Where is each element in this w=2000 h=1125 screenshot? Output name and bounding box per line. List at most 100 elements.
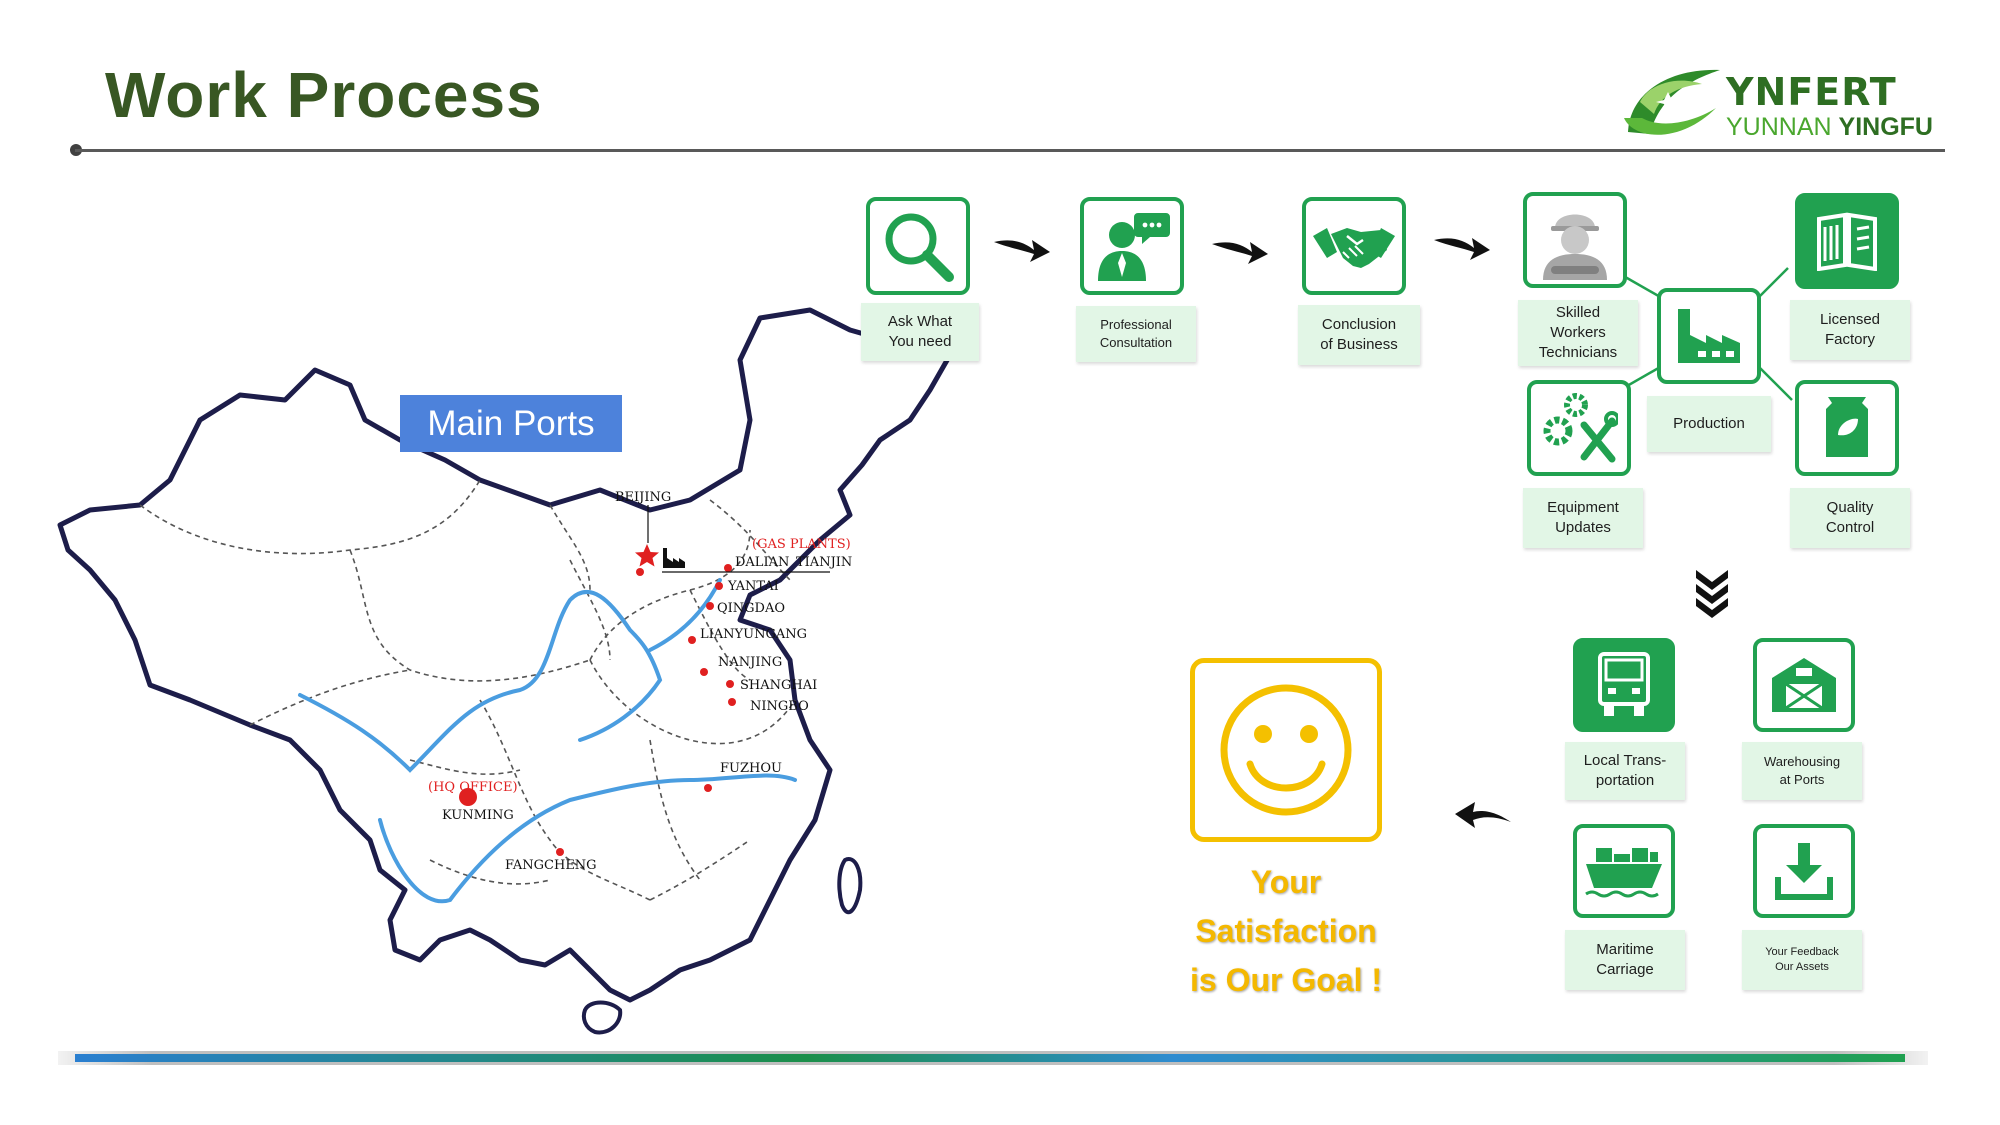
header-divider — [75, 149, 1945, 152]
fertilizer-bag-icon — [1826, 397, 1868, 457]
barn-icon — [1772, 658, 1836, 712]
step-equipment-label: Equipment Updates — [1523, 488, 1643, 548]
hq-office-dot — [459, 788, 477, 806]
city-yantai: YANTAI — [727, 579, 779, 594]
beijing-star-icon — [635, 544, 659, 567]
step-production-box — [1657, 288, 1761, 384]
arrow-left-icon — [1455, 802, 1511, 828]
smiley-icon — [1220, 684, 1352, 816]
step-warehouse-box — [1753, 638, 1855, 732]
china-outline — [57, 307, 953, 1003]
port-dot-ningbo — [728, 698, 736, 706]
arrow-right-icon-3 — [1434, 238, 1490, 260]
port-dot-nanjing — [700, 668, 708, 676]
step-maritime-line2: Carriage — [1596, 961, 1654, 978]
step-licensed-label: Licensed Factory — [1790, 300, 1910, 360]
logo-name: YNFERT — [1726, 70, 1897, 114]
step-warehouse-line1: Warehousing — [1763, 754, 1841, 770]
taiwan-outline — [837, 857, 863, 915]
step-ask-label: Ask What You need — [861, 303, 979, 361]
step-conclusion-line1: Conclusion — [1321, 315, 1397, 333]
step-local-line2: portation — [1595, 772, 1655, 789]
step-skilled-box — [1523, 192, 1627, 288]
step-maritime-label: Maritime Carriage — [1565, 930, 1685, 990]
hainan-outline — [581, 1000, 623, 1035]
city-ningbo: NINGBO — [750, 699, 809, 714]
step-consult-line1: Professional — [1100, 317, 1172, 333]
port-dot-fangcheng — [556, 848, 564, 856]
magnifier-icon — [885, 213, 954, 282]
step-skilled-label: Skilled Workers Technicians — [1518, 300, 1638, 366]
step-licensed-line2: Factory — [1824, 331, 1875, 348]
step-quality-box — [1795, 380, 1899, 476]
step-warehouse-line2: at Ports — [1779, 772, 1825, 787]
step-equipment-line2: Updates — [1555, 519, 1611, 536]
port-dot-fuzhou — [704, 784, 712, 792]
step-skilled-line3: Technicians — [1538, 344, 1618, 362]
goal-line2: Satisfaction — [1195, 913, 1377, 949]
step-consult-box — [1080, 197, 1184, 295]
step-feedback-box — [1753, 824, 1855, 918]
step-quality-line1: Quality — [1826, 498, 1874, 516]
step-equipment-box — [1527, 380, 1631, 476]
step-ask-box — [866, 197, 970, 295]
step-quality-line2: Control — [1825, 519, 1875, 536]
logo-sub-yunnan: YUNNAN — [1726, 113, 1832, 141]
step-feedback-line2: Our Assets — [1775, 961, 1829, 973]
goal-text: Your Satisfaction is Our Goal ! — [1150, 858, 1422, 1005]
step-local-box — [1573, 638, 1675, 732]
step-maritime-line1: Maritime — [1596, 940, 1654, 958]
download-icon — [1775, 843, 1833, 900]
step-production-label: Production — [1647, 396, 1771, 452]
ynfert-leaf-logo-icon — [1624, 69, 1720, 135]
port-dot-shanghai — [726, 680, 734, 688]
step-licensed-box — [1795, 193, 1899, 289]
goal-smiley-box — [1190, 658, 1382, 842]
port-dot-dalian — [724, 564, 732, 572]
city-hq-office: (HQ OFFICE) — [428, 780, 518, 795]
city-fuzhou: FUZHOU — [720, 761, 782, 776]
step-conclusion-label: Conclusion of Business — [1298, 305, 1420, 365]
arrow-right-icon-2 — [1212, 242, 1268, 264]
city-shanghai: SHANGHAI — [740, 678, 817, 693]
city-tianjin: TIANJIN — [796, 555, 852, 570]
arrow-right-icon-1 — [994, 240, 1050, 262]
step-quality-label: Quality Control — [1790, 488, 1910, 548]
step-consult-line2: Consultation — [1099, 335, 1173, 350]
city-beijing: BEIJING — [615, 490, 671, 505]
license-book-icon — [1817, 212, 1877, 271]
step-skilled-line1: Skilled — [1555, 303, 1601, 321]
truck-icon — [1598, 652, 1650, 716]
city-gas-plants: (GAS PLANTS) — [752, 537, 851, 552]
china-map: BEIJING (GAS PLANTS) DALIAN TIANJIN YANT… — [57, 307, 953, 1035]
city-lianyungang: LIANYUNGANG — [700, 627, 807, 642]
step-equipment-line1: Equipment — [1547, 498, 1619, 516]
step-licensed-line1: Licensed — [1819, 310, 1881, 328]
city-fangcheng: FANGCHENG — [505, 858, 597, 873]
logo-subtitle: YUNNAN YINGFU — [1726, 113, 1933, 142]
step-feedback-label: Your Feedback Our Assets — [1742, 930, 1862, 990]
step-local-line1: Local Trans- — [1583, 751, 1667, 769]
city-nanjing: NANJING — [718, 655, 782, 670]
gas-plant-factory-icon — [663, 548, 685, 568]
city-qingdao: QINGDAO — [717, 601, 785, 616]
step-ask-line1: Ask What — [887, 312, 953, 330]
goal-line3: is Our Goal ! — [1189, 962, 1383, 998]
port-dot-lianyungang — [688, 636, 696, 644]
main-ports-label: Main Ports — [400, 395, 622, 452]
step-warehouse-label: Warehousing at Ports — [1742, 742, 1862, 800]
chevron-down-icon — [1696, 570, 1728, 618]
step-conclusion-box — [1302, 197, 1406, 295]
step-feedback-line1: Your Feedback — [1765, 946, 1839, 959]
step-consult-label: Professional Consultation — [1076, 306, 1196, 362]
tools-icon — [1543, 393, 1618, 463]
port-dot-qingdao — [706, 602, 714, 610]
step-local-label: Local Trans- portation — [1565, 742, 1685, 800]
page-title: Work Process — [105, 59, 543, 131]
goal-line1: Your — [1250, 864, 1322, 900]
city-dalian: DALIAN — [735, 555, 789, 570]
factory-icon — [1678, 309, 1740, 363]
step-ask-line2: You need — [888, 333, 952, 350]
handshake-icon — [1313, 228, 1395, 268]
city-kunming: KUNMING — [442, 808, 514, 823]
